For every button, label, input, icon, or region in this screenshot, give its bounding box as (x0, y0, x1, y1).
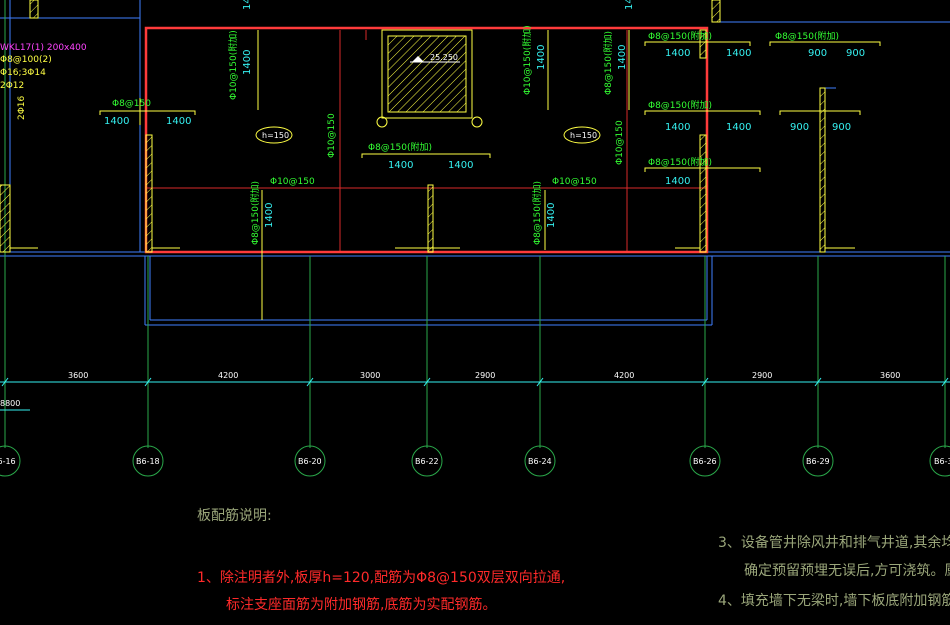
rebar-lines (99, 30, 881, 320)
rebar-v1: Φ10@150(附加) (227, 30, 239, 100)
rebar-center-top: Φ8@150(附加) (368, 141, 432, 153)
rebar-v6-len: 1400 (617, 45, 628, 70)
dimension-5: 4200 (614, 371, 634, 380)
notes-item1-line2: 标注支座面筋为附加钢筋,底筋为实配钢筋。 (226, 596, 496, 613)
svg-text:h=150: h=150 (262, 131, 289, 140)
rebar-v7: Φ10@150 (615, 120, 625, 165)
rebar-top-v1: 1400 (242, 0, 253, 10)
axis-bubbles[interactable] (0, 445, 950, 477)
dimension-ticks (1, 377, 949, 387)
notes-item1-line1: 1、除注明者外,板厚h=120,配筋为Φ8@150双层双向拉通, (197, 569, 565, 586)
axis-label-6: B6-26 (693, 457, 717, 466)
rebar-right-mid: Φ10@150 (552, 177, 597, 187)
rebar-far-right-1-len1: 900 (808, 48, 827, 59)
partition-lines (146, 30, 707, 252)
beam-label-line4: 2Φ12 (0, 81, 24, 91)
rebar-left-mid: Φ10@150 (270, 177, 315, 187)
left-side-label: 2Φ16 (17, 95, 27, 120)
rebar-right-3-len: 1400 (665, 176, 690, 187)
notes-item4-line1: 4、填充墙下无梁时,墙下板底附加钢筋做法详见 (718, 592, 950, 609)
beam-label-line3: Φ16;3Φ14 (0, 68, 46, 78)
rebar-right-2-len1: 1400 (665, 122, 690, 133)
rebar-right-2-len2: 1400 (726, 122, 751, 133)
dimension-7: 3600 (880, 371, 900, 380)
slab-thickness-tag-1[interactable]: h=150 (255, 126, 293, 144)
notes-title: 板配筋说明: (197, 507, 272, 524)
svg-text:h=150: h=150 (570, 131, 597, 140)
rebar-v1-len: 1400 (242, 50, 253, 75)
rebar-center-len2: 1400 (448, 160, 473, 171)
axis-label-7: B6-29 (806, 457, 830, 466)
notes-item3-line2: 确定预留预埋无误后,方可浇筑。厨房、卫生 (744, 563, 950, 579)
rebar-right-1-len2: 1400 (726, 48, 751, 59)
rebar-far-right-1: Φ8@150(附加) (775, 30, 839, 42)
rebar-v4-len: 1400 (546, 203, 557, 228)
rebar-v5-len: 1400 (536, 45, 547, 70)
beam-label-line2: Φ8@100(2) (0, 55, 52, 65)
dimension-total-left: 8800 (0, 399, 20, 408)
rebar-top-v2: 1400 (624, 0, 635, 10)
dimension-4: 2900 (475, 371, 495, 380)
rebar-v3-len: 1400 (264, 203, 275, 228)
elevator-shaft[interactable] (376, 29, 483, 128)
axis-label-1: B6-16 (0, 457, 16, 466)
dimension-3: 3000 (360, 371, 380, 380)
axis-label-4: B6-22 (415, 457, 439, 466)
rebar-far-right-1-len2: 900 (846, 48, 865, 59)
rebar-far-right-2-len2: 900 (832, 122, 851, 133)
notes-item3-line1: 3、设备管井除风井和排气井道,其余均需要封堵,钢筋 (718, 534, 950, 551)
rebar-left-top-len2: 1400 (166, 116, 191, 127)
beam-label-line1: WKL17(1) 200x400 (0, 43, 87, 53)
rebar-right-1-len1: 1400 (665, 48, 690, 59)
dimension-1: 3600 (68, 371, 88, 380)
dimension-2: 4200 (218, 371, 238, 380)
hatched-walls (0, 0, 855, 253)
rebar-v6: Φ8@150(附加) (602, 31, 614, 95)
rebar-far-right-2-len1: 900 (790, 122, 809, 133)
axis-label-3: B6-20 (298, 457, 322, 466)
rebar-v2: Φ10@150 (327, 113, 337, 158)
axis-lines (0, 0, 950, 448)
rebar-right-1: Φ8@150(附加) (648, 30, 712, 42)
rebar-left-top-len1: 1400 (104, 116, 129, 127)
axis-label-8: B6-31 (934, 457, 950, 466)
rebar-v4: Φ8@150(附加) (531, 181, 543, 245)
slab-thickness-tag-2[interactable]: h=150 (563, 126, 601, 144)
elevation-label: 25.250 (430, 53, 458, 62)
rebar-left-top: Φ8@150 (112, 99, 151, 109)
rebar-v5: Φ10@150(附加) (521, 25, 533, 95)
rebar-right-3: Φ8@150(附加) (648, 156, 712, 168)
rebar-right-2: Φ8@150(附加) (648, 99, 712, 111)
dimension-6: 2900 (752, 371, 772, 380)
rebar-center-len1: 1400 (388, 160, 413, 171)
axis-label-2: B6-18 (136, 457, 160, 466)
rebar-v3: Φ8@150(附加) (249, 181, 261, 245)
axis-label-5: B6-24 (528, 457, 552, 466)
